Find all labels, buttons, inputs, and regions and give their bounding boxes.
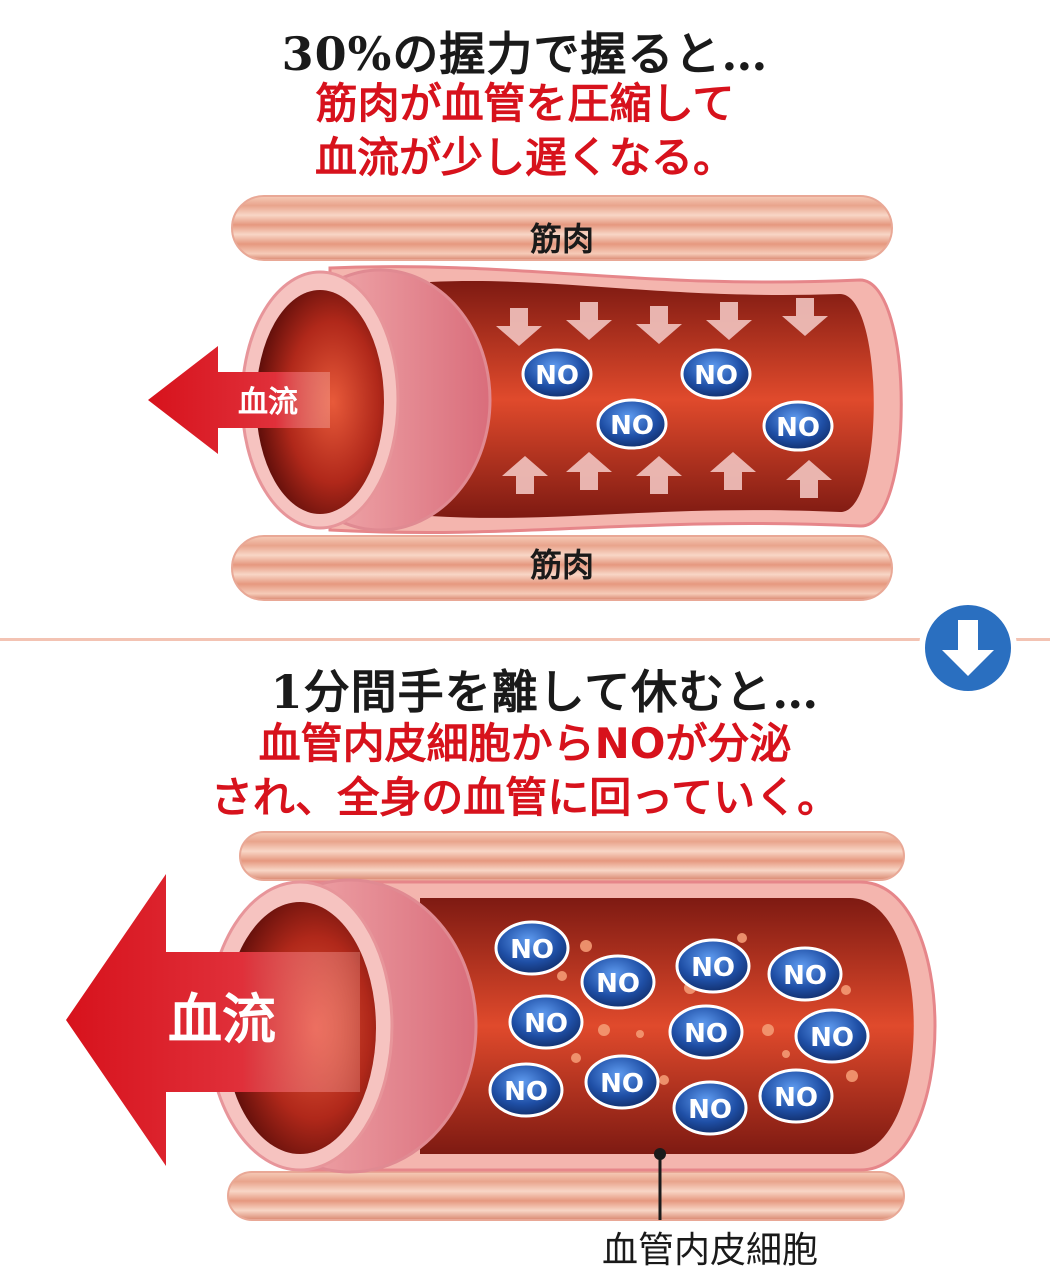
no-molecule: NO	[672, 1080, 748, 1136]
compressed-vessel-diagram: NO NO NO NO 血流 筋肉 筋肉	[148, 195, 903, 601]
vessel-lumen	[430, 281, 874, 518]
muscle-top	[239, 831, 905, 881]
section2-subtitle-line1: 血管内皮細胞からNOが分泌	[258, 719, 792, 768]
no-label: NO	[684, 1019, 728, 1049]
no-label: NO	[596, 969, 640, 999]
section1-title: 30%の握力で握ると…	[281, 27, 769, 81]
flow-label: 血流	[168, 988, 276, 1051]
no-molecule: NO	[521, 348, 593, 400]
muscle-bottom	[227, 1171, 905, 1221]
no-molecule: NO	[680, 348, 752, 400]
blood-flow-arrow	[148, 346, 330, 454]
muscle-top	[231, 195, 893, 261]
no-label: NO	[510, 935, 554, 965]
no-molecule: NO	[508, 994, 584, 1050]
no-molecule: NO	[767, 946, 843, 1002]
no-label: NO	[610, 411, 654, 441]
no-molecule: NO	[675, 938, 751, 994]
no-label: NO	[810, 1023, 854, 1053]
compression-arrows-bottom	[502, 452, 832, 498]
dilated-vessel-diagram: NO NO NO NO NO NO NO NO NO NO NO	[66, 831, 937, 1271]
no-label: NO	[776, 413, 820, 443]
blood-flow-arrow	[66, 874, 360, 1166]
section-divider	[0, 638, 1050, 641]
arrow-down-circle-icon	[919, 599, 1017, 697]
no-label: NO	[535, 361, 579, 391]
no-molecule: NO	[488, 1062, 564, 1118]
no-molecule: NO	[794, 1008, 870, 1064]
no-molecule: NO	[668, 1004, 744, 1060]
muscle-bottom-label: 筋肉	[530, 546, 594, 584]
no-label: NO	[688, 1095, 732, 1125]
no-label: NO	[694, 361, 738, 391]
no-label: NO	[524, 1009, 568, 1039]
no-molecule: NO	[596, 398, 668, 450]
section1-subtitle-line2: 血流が少し遅くなる。	[314, 133, 735, 182]
section1-subtitle-line1: 筋肉が血管を圧縮して	[315, 79, 735, 128]
muscle-bottom	[231, 535, 893, 601]
no-molecule: NO	[584, 1054, 660, 1110]
no-label: NO	[504, 1077, 548, 1107]
compression-arrows-top	[496, 298, 828, 346]
no-molecule: NO	[494, 920, 570, 976]
flow-label: 血流	[238, 385, 298, 420]
section2-subtitle-line2: され、全身の血管に回っていく。	[210, 773, 840, 822]
callout-label: 血管内皮細胞	[602, 1230, 818, 1271]
no-molecule: NO	[580, 954, 656, 1010]
no-label: NO	[774, 1083, 818, 1113]
no-label: NO	[783, 961, 827, 991]
muscle-top-label: 筋肉	[530, 220, 594, 258]
section2-title: 1分間手を離して休むと…	[270, 665, 820, 719]
no-label: NO	[600, 1069, 644, 1099]
no-molecule: NO	[762, 400, 834, 452]
no-molecule: NO	[758, 1068, 834, 1124]
no-label: NO	[691, 953, 735, 983]
